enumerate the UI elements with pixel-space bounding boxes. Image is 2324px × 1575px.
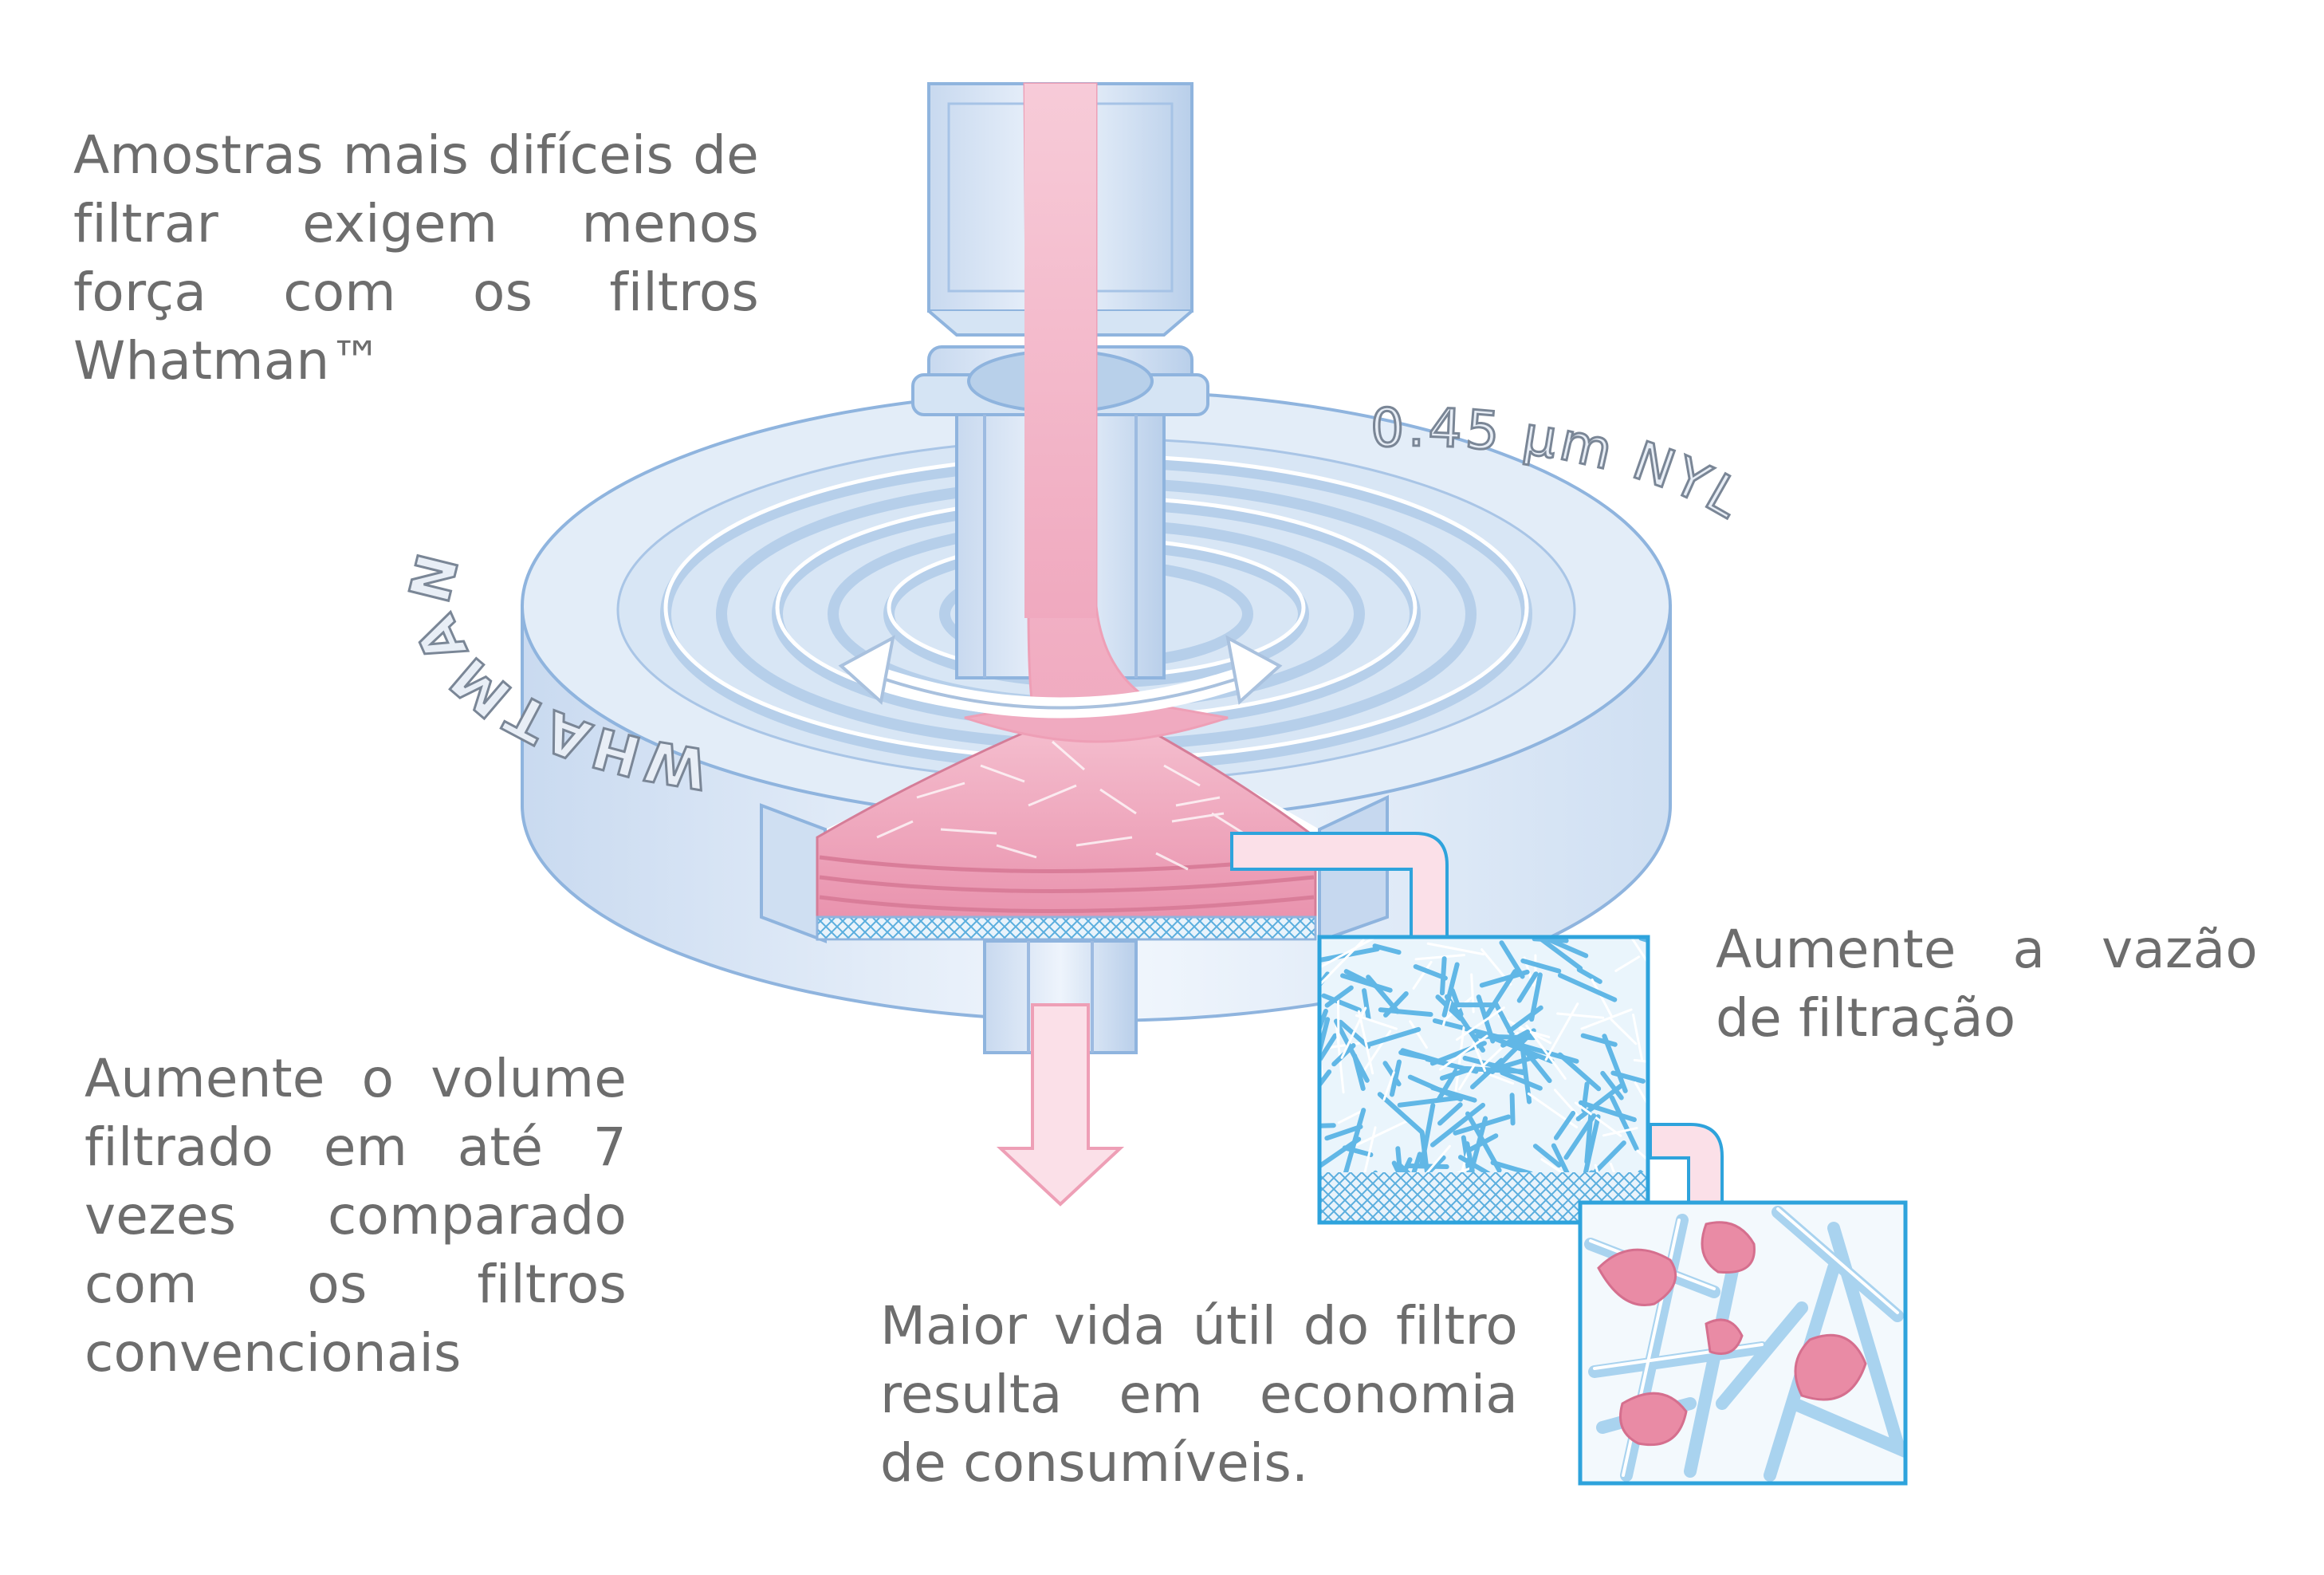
caption-increased-volume: Aumente o volume filtrado em até 7 vezes… <box>85 1048 627 1384</box>
caption-filter-life: Maior vida útil do filtro resulta em eco… <box>880 1295 1518 1494</box>
magnified-fibers-box <box>1317 935 1650 1225</box>
sample-flow <box>964 82 1229 743</box>
caption-easier-filtration: Amostras mais difíceis de filtrar exigem… <box>73 124 759 392</box>
spread-arrow <box>838 635 1283 719</box>
captured-particles <box>1597 1221 1867 1447</box>
filter-media-stack <box>816 700 1317 941</box>
magnified-particles-box <box>1578 1200 1908 1486</box>
caption-flow-rate: Aumente a vazão de filtração <box>1716 919 2258 1049</box>
outlet-tip <box>983 939 1138 1207</box>
